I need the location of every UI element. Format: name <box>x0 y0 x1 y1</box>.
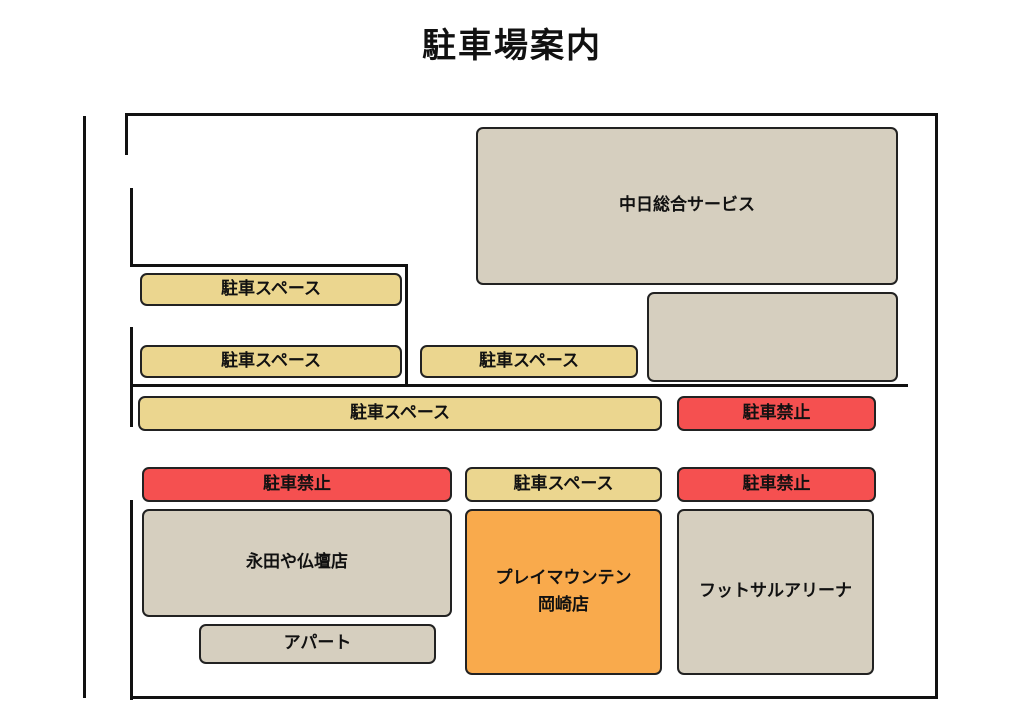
apartment-building: アパート <box>199 624 436 664</box>
inner-horizontal-line <box>130 264 408 267</box>
parking-space-1: 駐車スペース <box>140 273 402 306</box>
playmountain-okazaki-building: プレイマウンテン 岡崎店 <box>465 509 662 675</box>
nagata-butsudan-building: 永田や仏壇店 <box>142 509 452 617</box>
no-parking-label: 駐車禁止 <box>742 473 811 494</box>
nagata-butsudan-label: 永田や仏壇店 <box>246 552 348 573</box>
unnamed-building <box>647 292 898 382</box>
parking-space-label: 駐車スペース <box>513 473 614 494</box>
parking-space-5: 駐車スペース <box>465 467 662 502</box>
top-left-short-wall <box>125 113 128 155</box>
futsal-arena-label: フットサルアリーナ <box>699 581 852 602</box>
playmountain-okazaki-label: プレイマウンテン 岡崎店 <box>495 567 632 615</box>
parking-space-label: 駐車スペース <box>479 350 579 371</box>
page-title: 駐車場案内 <box>422 26 602 66</box>
no-parking-zone-1: 駐車禁止 <box>677 396 876 431</box>
chunichi-service-building: 中日総合サービス <box>476 127 898 285</box>
parking-space-3: 駐車スペース <box>420 345 638 378</box>
apartment-label: アパート <box>283 633 352 654</box>
parking-space-4: 駐車スペース <box>138 396 662 431</box>
parking-space-2: 駐車スペース <box>140 345 402 378</box>
no-parking-label: 駐車禁止 <box>742 402 811 423</box>
chunichi-service-label: 中日総合サービス <box>619 195 755 216</box>
left-wall-middle <box>130 327 133 427</box>
left-wall-upper <box>130 188 133 266</box>
right-boundary-line <box>935 113 938 699</box>
futsal-arena-building: フットサルアリーナ <box>677 509 874 675</box>
left-wall-lower <box>130 500 133 700</box>
inner-vertical-line <box>405 264 408 386</box>
parking-space-label: 駐車スペース <box>221 278 321 299</box>
left-road-line <box>83 116 86 698</box>
middle-divider-line <box>130 384 908 387</box>
no-parking-label: 駐車禁止 <box>263 473 331 494</box>
parking-space-label: 駐車スペース <box>221 350 321 371</box>
no-parking-zone-2: 駐車禁止 <box>142 467 452 502</box>
bottom-boundary-line <box>130 696 938 699</box>
parking-space-label: 駐車スペース <box>350 402 450 423</box>
no-parking-zone-3: 駐車禁止 <box>677 467 876 502</box>
top-boundary-line <box>125 113 938 116</box>
